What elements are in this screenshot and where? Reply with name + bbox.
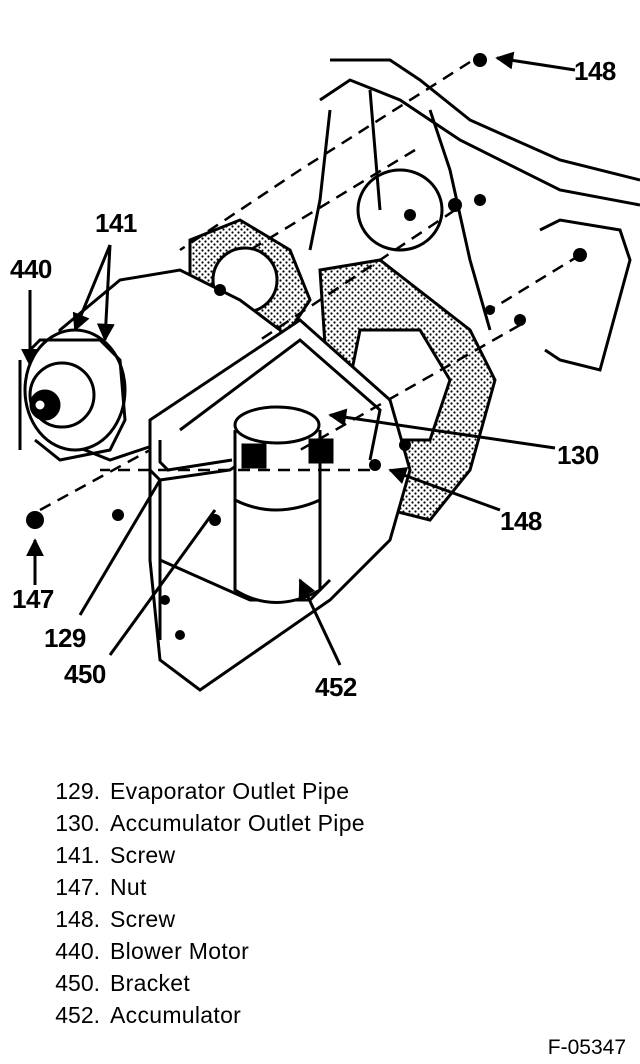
legend-item: 141. Screw: [0, 842, 640, 874]
callout-440: 440: [10, 254, 52, 284]
figure-id: F-05347: [547, 1036, 626, 1059]
legend-number: 130.: [55, 810, 100, 836]
fasteners: [26, 53, 587, 640]
legend-text: Screw: [110, 842, 176, 868]
legend-text: Evaporator Outlet Pipe: [110, 778, 350, 804]
blower-motor: [18, 328, 127, 462]
callout-148-top: 148: [574, 56, 616, 86]
callout-leaders: [21, 51, 576, 666]
dashed-assembly-lines: [39, 60, 581, 512]
callout-452: 452: [315, 672, 357, 702]
callout-129: 129: [44, 623, 86, 653]
legend-item: 440. Blower Motor: [0, 938, 640, 970]
legend-item: 130. Accumulator Outlet Pipe: [0, 810, 640, 842]
legend-text: Bracket: [110, 970, 191, 996]
legend-text: Blower Motor: [110, 938, 250, 964]
legend-item: 450. Bracket: [0, 970, 640, 1002]
legend-number: 452.: [55, 1002, 100, 1028]
exploded-diagram: [18, 51, 640, 692]
callout-148-mid: 148: [500, 506, 542, 536]
legend-number: 129.: [55, 778, 100, 804]
legend-number: 148.: [55, 906, 100, 932]
legend-text: Accumulator: [110, 1002, 242, 1028]
callout-450: 450: [64, 659, 106, 689]
legend-number: 440.: [55, 938, 100, 964]
legend-item: 129. Evaporator Outlet Pipe: [0, 778, 640, 810]
dash-panel-structure: [308, 58, 640, 372]
legend-item: 147. Nut: [0, 874, 640, 906]
callout-141: 141: [95, 208, 137, 238]
legend-number: 147.: [55, 874, 100, 900]
legend-item: 452. Accumulator: [0, 1002, 640, 1034]
legend-number: 450.: [55, 970, 100, 996]
legend-number: 141.: [55, 842, 100, 868]
legend-text: Nut: [110, 874, 147, 900]
legend-text: Accumulator Outlet Pipe: [110, 810, 365, 836]
dash-opening-circle: [356, 168, 444, 252]
legend-text: Screw: [110, 906, 176, 932]
accumulator: [233, 405, 334, 604]
callout-147: 147: [12, 584, 54, 614]
legend-item: 148. Screw: [0, 906, 640, 938]
callout-130: 130: [557, 440, 599, 470]
